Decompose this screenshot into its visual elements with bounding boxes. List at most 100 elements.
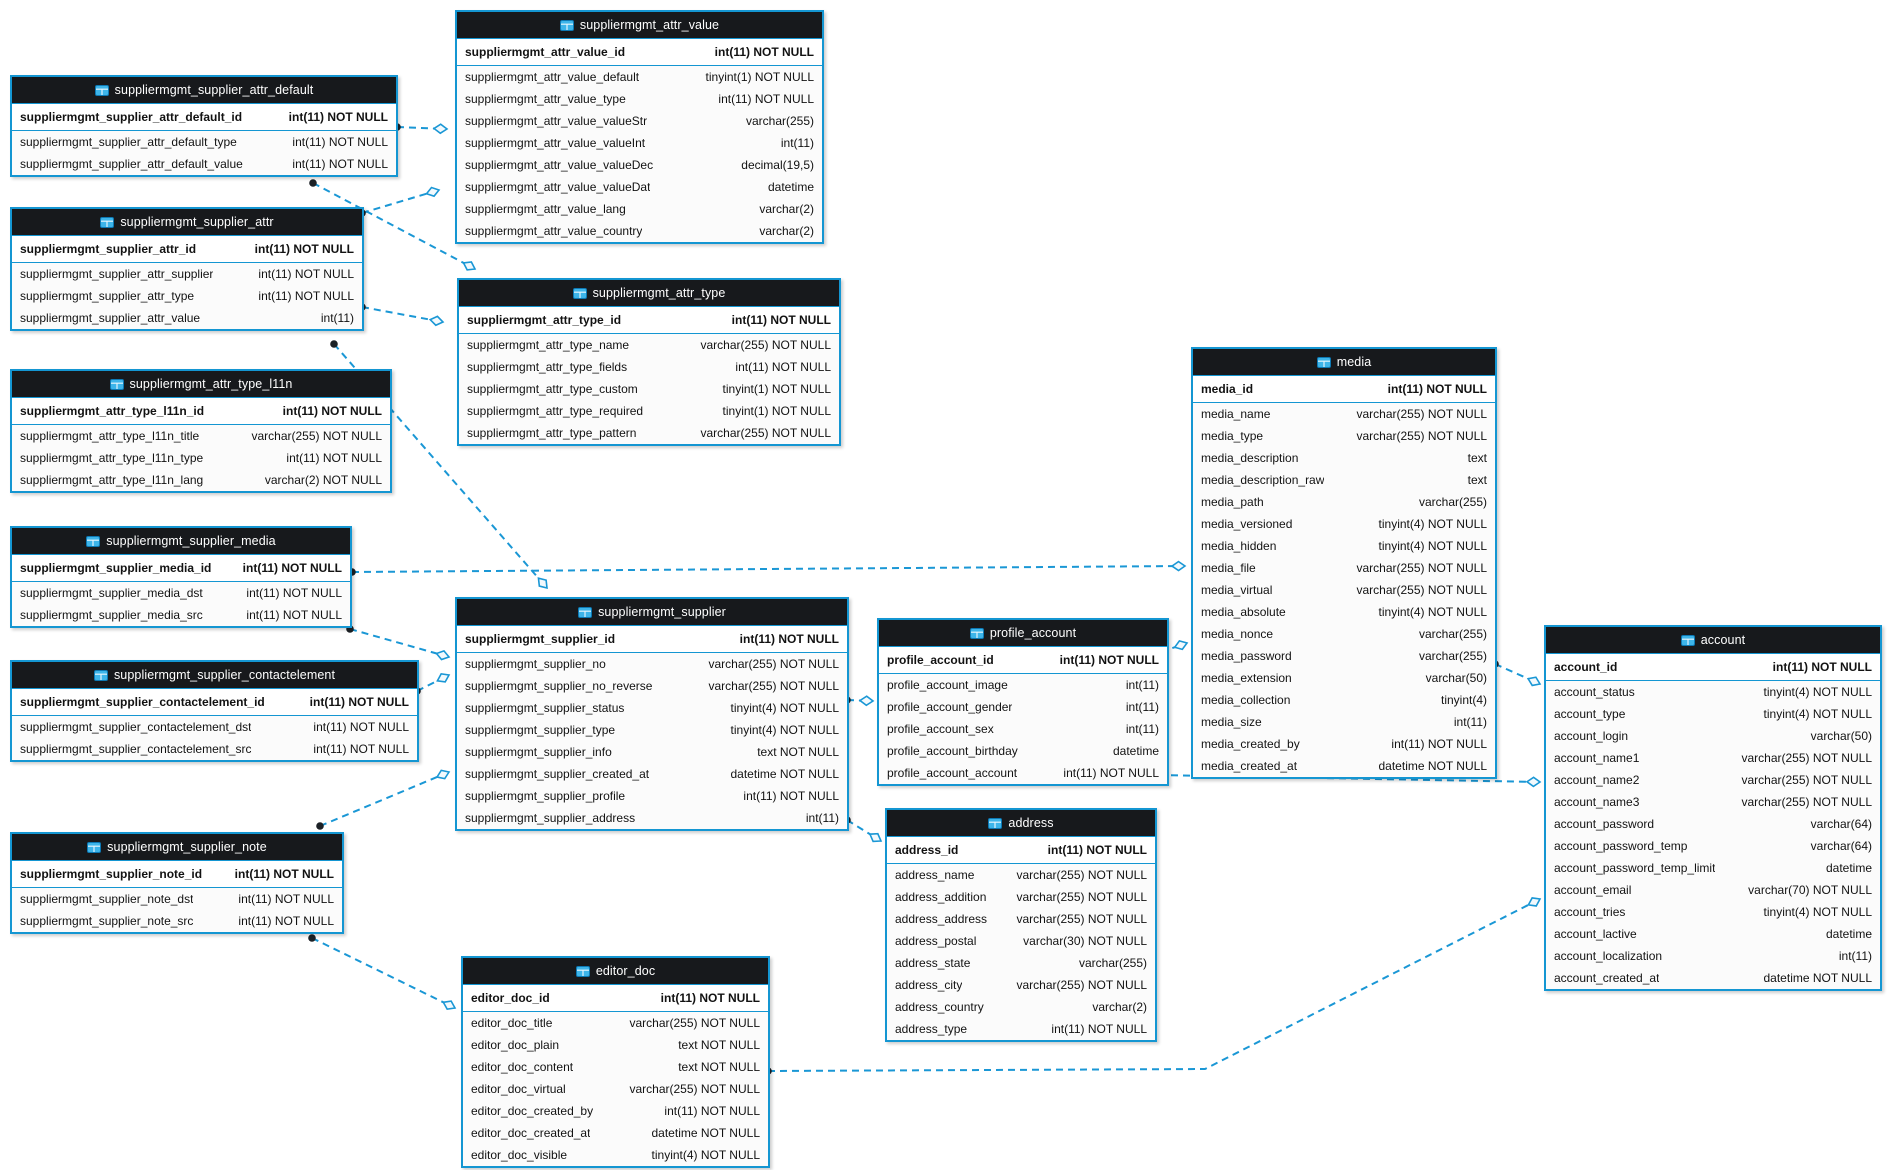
column-row[interactable]: suppliermgmt_supplier_attr_default_value…	[12, 153, 396, 175]
table-header[interactable]: suppliermgmt_supplier_note	[12, 834, 342, 861]
relationship-suppliermgmt_supplier_note-to-suppliermgmt_supplier[interactable]	[319, 771, 450, 827]
relationship-suppliermgmt_supplier_attr-to-suppliermgmt_attr_type[interactable]	[361, 306, 444, 323]
table-header[interactable]: profile_account	[879, 620, 1167, 647]
table-header[interactable]: editor_doc	[463, 958, 768, 985]
table-header[interactable]: suppliermgmt_supplier	[457, 599, 847, 626]
table-header[interactable]: media	[1193, 349, 1495, 376]
table-header[interactable]: address	[887, 810, 1155, 837]
relationship-suppliermgmt_supplier_media-to-suppliermgmt_supplier[interactable]	[349, 628, 450, 658]
relationship-suppliermgmt_supplier_attr_default-to-suppliermgmt_attr_type[interactable]	[312, 182, 476, 270]
column-row[interactable]: suppliermgmt_supplier_contactelement_dst…	[12, 716, 417, 738]
column-row[interactable]: suppliermgmt_supplier_contactelement_src…	[12, 738, 417, 760]
table-suppliermgmt_attr_type[interactable]: suppliermgmt_attr_type suppliermgmt_attr_…	[457, 278, 841, 446]
relationship-suppliermgmt_supplier_note-to-editor_doc[interactable]	[311, 937, 456, 1009]
table-header[interactable]: suppliermgmt_supplier_attr_default	[12, 77, 396, 104]
table-header[interactable]: suppliermgmt_attr_type	[459, 280, 839, 307]
table-header[interactable]: suppliermgmt_attr_value	[457, 12, 822, 39]
table-header[interactable]: suppliermgmt_supplier_contactelement	[12, 662, 417, 689]
